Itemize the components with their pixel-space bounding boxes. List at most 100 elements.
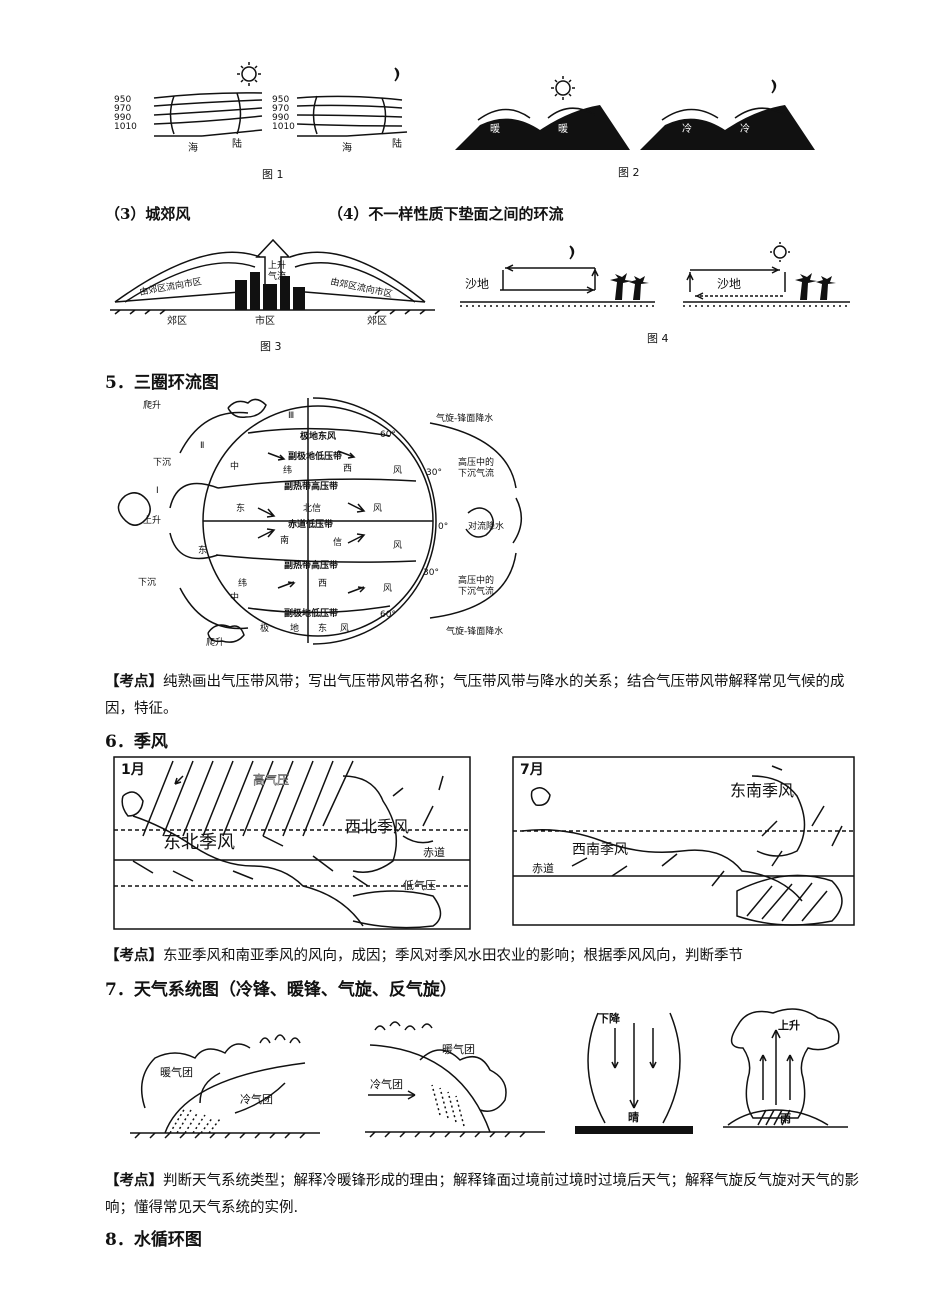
label-subtropical-high-bottom: 副热带高压带 xyxy=(284,559,338,571)
keypoint-circulation: 【考点】纯熟画出气压带风带；写出气压带风带名称；气压带风带与降水的关系；结合气压… xyxy=(105,668,865,723)
isobar-1010-right: 1010 xyxy=(272,122,295,132)
label-east-bottom: 东 xyxy=(318,622,327,634)
label-city: 市区 xyxy=(255,314,275,327)
label-sea-left: 海 xyxy=(188,141,198,154)
jul-equator: 赤道 xyxy=(532,861,554,875)
label-sand-day: 沙地 xyxy=(717,277,741,291)
label-south: 南 xyxy=(280,534,289,546)
label-airflow: 气流 xyxy=(268,270,286,282)
label-east-n: 东 xyxy=(236,502,245,514)
label-60-bottom: 60° xyxy=(380,610,396,620)
jul-se-monsoon: 东南季风 xyxy=(730,781,794,800)
section-5-heading: 5．三圈环流图 xyxy=(105,373,219,393)
sun-icon xyxy=(551,76,575,100)
warm-front-diagram: 暖气团 冷气团 xyxy=(365,1021,545,1138)
label-subtropical-high-top: 副热带高压带 xyxy=(284,480,338,492)
label-warm-1: 暖 xyxy=(490,122,500,135)
label-mid-top: 中 xyxy=(230,460,239,472)
figure-3-caption: 图 3 xyxy=(260,340,282,353)
label-30-top: 30° xyxy=(426,468,442,478)
label-east-s: 东 xyxy=(198,544,207,556)
keypoint-monsoon: 【考点】东亚季风和南亚季风的风向，成因；季风对季风水田农业的影响；根据季风风向，… xyxy=(105,942,875,970)
keypoint-weather: 【考点】判断天气系统类型；解释冷暖锋形成的理由；解释锋面过境前过境时过境后天气；… xyxy=(105,1167,865,1222)
keypoint-tag: 【考点】 xyxy=(105,947,163,964)
label-lat-top: 纬 xyxy=(283,464,292,476)
label-wind-polar-bottom: 风 xyxy=(340,623,349,634)
label-high-sink-top-1: 高压中的 xyxy=(458,456,494,468)
label-sea-right: 海 xyxy=(342,141,352,154)
label-mid-bottom: 中 xyxy=(230,591,239,603)
label-30-bottom: 30° xyxy=(423,568,439,578)
label-suburb-right: 郊区 xyxy=(367,314,387,327)
cold-front-diagram: 暖气团 冷气团 xyxy=(130,1034,320,1139)
label-cell-2: Ⅱ xyxy=(200,441,204,451)
label-cell-1: Ⅰ xyxy=(156,486,159,496)
label-polar-easterlies-top: 极地东风 xyxy=(300,430,336,442)
isobar-970: 970 xyxy=(114,104,131,114)
figure-1-caption: 图 1 xyxy=(262,168,284,181)
sun-icon xyxy=(770,242,790,262)
figure-3-urban-heat-island: 上升 气流 由郊区流向市区 由郊区流向市区 郊区 市区 郊区 图 3 xyxy=(110,238,435,353)
section-6-heading: 6．季风 xyxy=(105,732,168,752)
label-high-sink-bottom-1: 高压中的 xyxy=(458,574,494,586)
label-wind-top: 风 xyxy=(393,465,402,476)
jul-month-label: 7月 xyxy=(520,762,544,778)
moon-icon xyxy=(394,67,400,82)
label-wind-s: 风 xyxy=(393,540,402,551)
anticyclone-diagram: 下降 晴 xyxy=(575,1011,693,1134)
three-cell-circulation-diagram: 爬升 Ⅲ Ⅱ 下沉 Ⅰ 上升 下沉 爬升 极地东风 副极地低压带 副热带高压带 … xyxy=(117,397,522,648)
label-up: 上升 xyxy=(143,515,161,526)
label-west-bottom: 西 xyxy=(318,578,327,589)
label-west-top: 西 xyxy=(343,463,352,474)
figure-2-mountain-valley-breeze: 暖 暖 冷 冷 图 2 xyxy=(455,76,815,179)
jan-month-label: 1月 xyxy=(121,762,145,778)
cyclone-ascend: 上升 xyxy=(778,1018,800,1032)
label-land-right: 陆 xyxy=(392,137,402,150)
label-60-top: 60° xyxy=(380,430,396,440)
label-subpolar-low-bottom: 副极地低压带 xyxy=(284,607,338,619)
label-north-trade: 北信 xyxy=(303,502,321,514)
figure-1-sea-land-breeze: 950 970 990 1010 950 970 990 1010 海 陆 海 … xyxy=(114,62,408,181)
cyclone-rain: 雨 xyxy=(780,1112,791,1125)
cold-front-cold-mass: 冷气团 xyxy=(240,1092,273,1106)
label-equatorial-low: 赤道低压带 xyxy=(288,518,333,530)
keypoint-tag: 【考点】 xyxy=(105,1172,163,1189)
jan-nw-monsoon: 西北季风 xyxy=(345,817,409,836)
label-0-deg: 0° xyxy=(438,522,448,532)
anticyclone-descend: 下降 xyxy=(598,1011,621,1025)
label-wind-bottom: 风 xyxy=(383,583,392,594)
warm-front-warm-mass: 暖气团 xyxy=(442,1042,475,1056)
isobar-970-right: 970 xyxy=(272,104,289,114)
keypoint-text: 纯熟画出气压带风带；写出气压带风带名称；气压带风带与降水的关系；结合气压带风带解… xyxy=(105,674,845,717)
sun-icon xyxy=(237,62,261,86)
label-rise: 上升 xyxy=(268,260,286,271)
label-earth-bottom: 地 xyxy=(290,622,299,634)
subheading-urban-breeze: （3）城郊风 xyxy=(105,205,191,223)
moon-icon xyxy=(771,79,777,94)
isobar-990-right: 990 xyxy=(272,113,289,123)
keypoint-text: 判断天气系统类型；解释冷暖锋形成的理由；解释锋面过境前过境时过境后天气；解释气旋… xyxy=(105,1173,859,1216)
label-suburb-left: 郊区 xyxy=(167,314,187,327)
label-cell-3: Ⅲ xyxy=(288,411,294,421)
subheading-surface-circulation: （4）不一样性质下垫面之间的环流 xyxy=(328,205,564,223)
label-convective-rain: 对流降水 xyxy=(468,520,504,532)
section-8-heading: 8．水循环图 xyxy=(105,1230,202,1250)
label-trade-s: 信 xyxy=(333,536,342,548)
label-rise-top: 爬升 xyxy=(143,400,161,411)
jan-low-pressure: 低气压 xyxy=(403,878,436,892)
label-lat-bottom: 纬 xyxy=(238,577,247,589)
label-frontal-rain-top: 气旋-锋面降水 xyxy=(436,412,493,424)
jan-high-pressure: 高气压 xyxy=(253,772,289,787)
isobar-950: 950 xyxy=(114,95,131,105)
isobar-990: 990 xyxy=(114,113,131,123)
isobar-950-right: 950 xyxy=(272,95,289,105)
label-warm-2: 暖 xyxy=(558,122,568,135)
jan-equator: 赤道 xyxy=(423,845,445,859)
label-subpolar-low-top: 副极地低压带 xyxy=(288,450,342,462)
label-frontal-rain-bottom: 气旋-锋面降水 xyxy=(446,625,503,637)
figure-4-caption: 图 4 xyxy=(647,332,669,345)
label-sink-bottom: 下沉 xyxy=(138,577,156,588)
figure-4-sand-vegetation-circulation: 沙地 沙地 图 4 xyxy=(460,242,850,345)
keypoint-tag: 【考点】 xyxy=(105,673,163,690)
monsoon-january-map: 1月 高气压 西北季风 东北季风 赤道 低气压 xyxy=(113,756,471,930)
